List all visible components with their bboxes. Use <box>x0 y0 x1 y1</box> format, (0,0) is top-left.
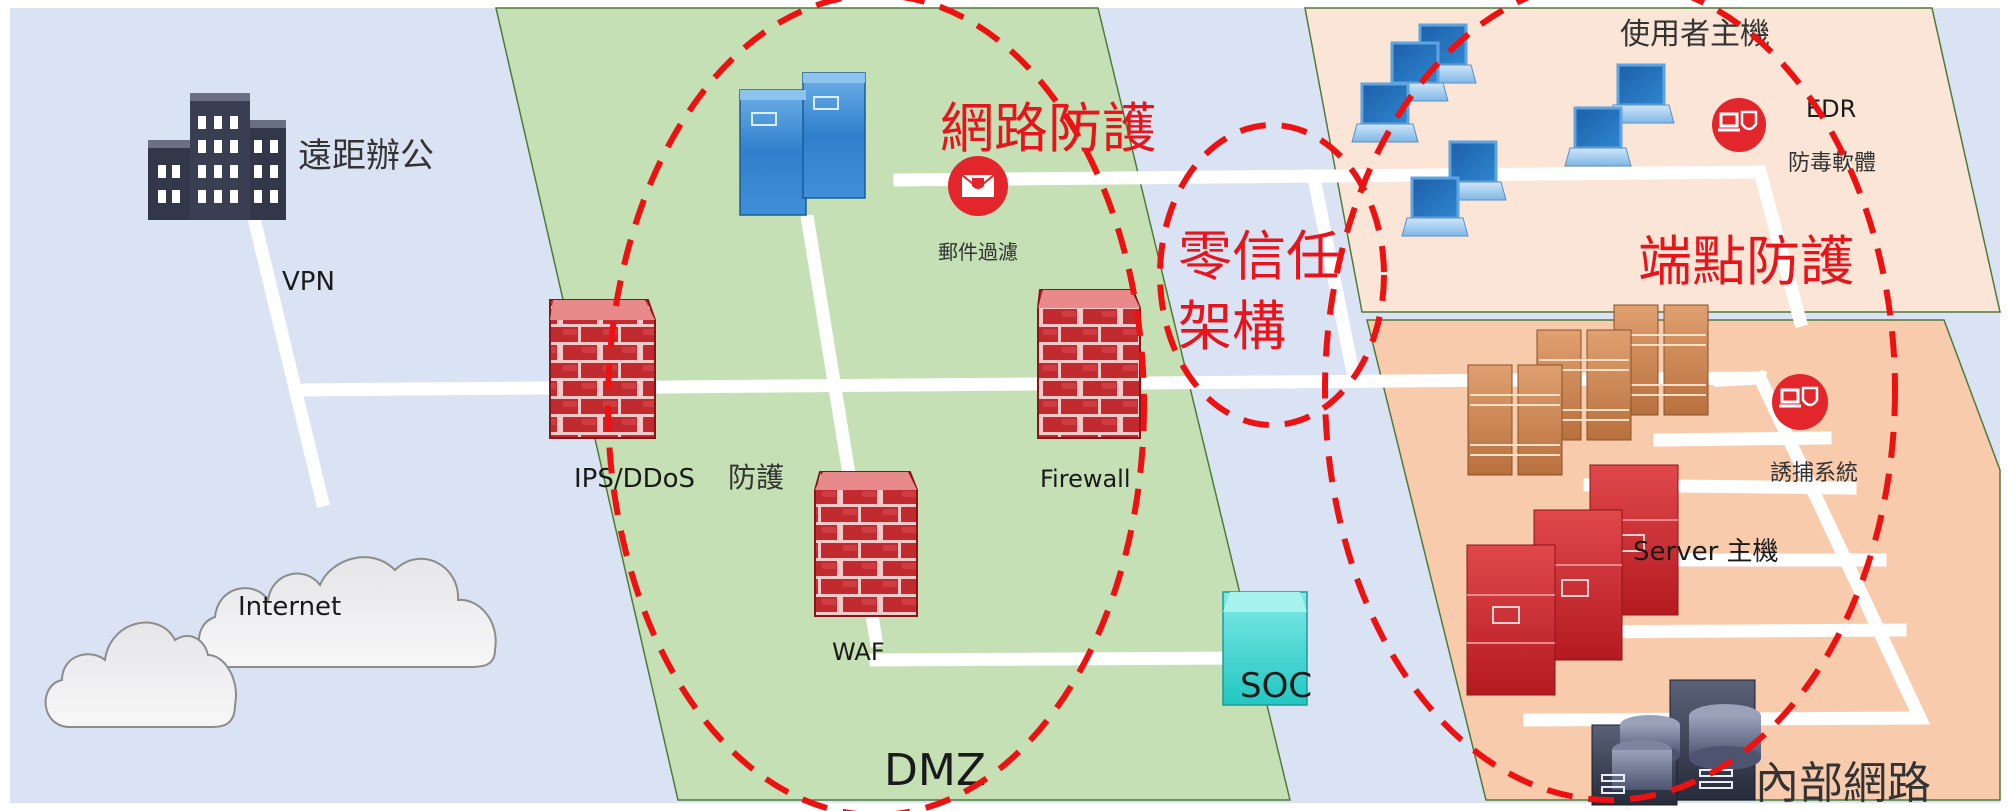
zero-trust-label-line2: 架構 <box>1178 295 1286 358</box>
internal-network-label: 內部網路 <box>1755 758 1931 809</box>
soc-box-icon <box>1222 591 1308 706</box>
dmz-zone <box>495 7 1291 801</box>
firewall-icon <box>1037 289 1141 439</box>
endpoint-protection-label: 端點防護 <box>1638 230 1854 293</box>
vpn-label: VPN <box>282 267 335 297</box>
zero-trust-label-line1: 零信任 <box>1178 225 1340 288</box>
zero-trust-boundary <box>1157 122 1387 428</box>
network-protection-label: 網路防護 <box>940 97 1156 160</box>
laptop-icon <box>1564 106 1632 167</box>
edr-sublabel: 防毒軟體 <box>1788 151 1876 176</box>
rack-server-icons <box>1467 304 1709 476</box>
honeypot-laptop-shield-icon <box>1772 374 1828 430</box>
internet-label: Internet <box>238 592 341 622</box>
waf-label: WAF <box>832 638 885 666</box>
ips-label: IPS/DDoS <box>574 464 695 494</box>
firewall-label: Firewall <box>1040 465 1131 493</box>
soc-label: SOC <box>1240 666 1312 706</box>
laptop-icon <box>1607 63 1675 124</box>
user-hosts-zone <box>1304 7 2001 313</box>
server-hosts-label: Server 主機 <box>1633 537 1779 567</box>
honeypot-label: 誘捕系統 <box>1770 461 1858 486</box>
network-protection-boundary <box>605 0 1147 811</box>
edr-laptop-shield-icon <box>1712 98 1766 152</box>
server-icon <box>739 72 866 216</box>
cloud-icon <box>44 556 497 728</box>
laptop-icon <box>1401 176 1469 237</box>
mail-shield-icon <box>948 156 1008 216</box>
waf-firewall-icon <box>814 471 918 617</box>
ips-label-suffix: 防護 <box>728 461 784 494</box>
office-building-icon <box>148 93 286 220</box>
mail-filter-label: 郵件過濾 <box>938 240 1018 264</box>
server-rack-icon <box>1466 464 1679 696</box>
ips-firewall-icon <box>549 299 656 439</box>
user-hosts-label: 使用者主機 <box>1620 17 1770 52</box>
remote-office-label: 遠距辦公 <box>298 136 434 176</box>
database-server-icon <box>1591 679 1761 806</box>
endpoint-protection-boundary <box>1322 0 1898 803</box>
